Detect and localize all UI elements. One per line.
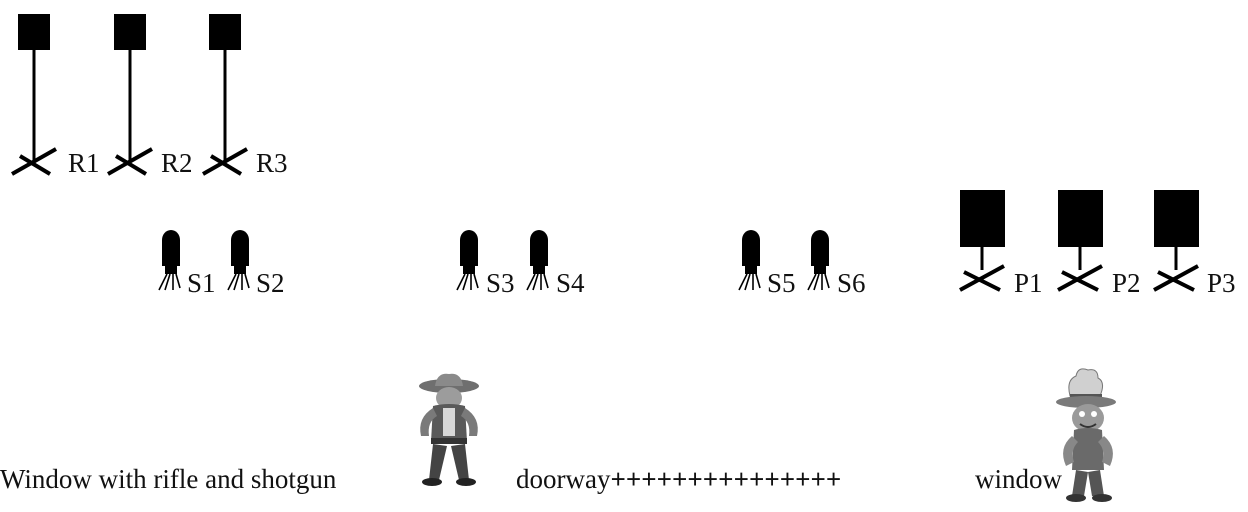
- pistol-target-p2: P2: [1056, 188, 1141, 298]
- caption-line: Window with rifle and shotgun doorway+++…: [0, 464, 1248, 504]
- pistol-target-icon: [1056, 188, 1105, 292]
- target-label: R2: [161, 148, 193, 178]
- cowboy-shooter-icon: [419, 373, 479, 486]
- pistol-target-icon: [1152, 188, 1201, 292]
- caption-left: Window with rifle and shotgun: [0, 464, 337, 494]
- shotgun-target-icon: [738, 229, 761, 291]
- shotgun-target-s3: S3: [456, 229, 515, 298]
- caption-plus-line: +++++++++++++++: [610, 464, 842, 494]
- shotgun-target-icon: [158, 229, 181, 291]
- cowboy-chef-icon: [1056, 368, 1116, 502]
- rifle-target-icon: [10, 12, 58, 176]
- target-label: S6: [837, 268, 866, 298]
- target-label: S2: [256, 268, 285, 298]
- rifle-target-r3: R3: [201, 12, 288, 178]
- target-label: P3: [1207, 268, 1236, 298]
- target-label: S4: [556, 268, 585, 298]
- shotgun-target-s4: S4: [526, 229, 585, 298]
- shotgun-target-s2: S2: [227, 229, 285, 298]
- shotgun-target-icon: [807, 229, 830, 291]
- target-label: R3: [256, 148, 288, 178]
- target-label: S1: [187, 268, 216, 298]
- caption-doorway: doorway: [516, 464, 611, 494]
- pistol-target-p3: P3: [1152, 188, 1236, 298]
- shotgun-target-s6: S6: [807, 229, 866, 298]
- rifle-target-icon: [106, 12, 154, 176]
- target-label: P2: [1112, 268, 1141, 298]
- shotgun-target-s1: S1: [158, 229, 216, 298]
- target-label: S3: [486, 268, 515, 298]
- target-label: R1: [68, 148, 100, 178]
- caption-right: window: [975, 464, 1062, 494]
- pistol-target-p1: P1: [958, 188, 1043, 298]
- shotgun-target-icon: [526, 229, 549, 291]
- shotgun-target-icon: [456, 229, 479, 291]
- shotgun-target-icon: [227, 229, 250, 291]
- rifle-target-icon: [201, 12, 249, 176]
- rifle-target-r2: R2: [106, 12, 193, 178]
- pistol-target-icon: [958, 188, 1007, 292]
- shotgun-target-s5: S5: [738, 229, 796, 298]
- rifle-target-r1: R1: [10, 12, 100, 178]
- caption-middle: doorway+++++++++++++++: [516, 464, 841, 495]
- target-label: S5: [767, 268, 796, 298]
- target-label: P1: [1014, 268, 1043, 298]
